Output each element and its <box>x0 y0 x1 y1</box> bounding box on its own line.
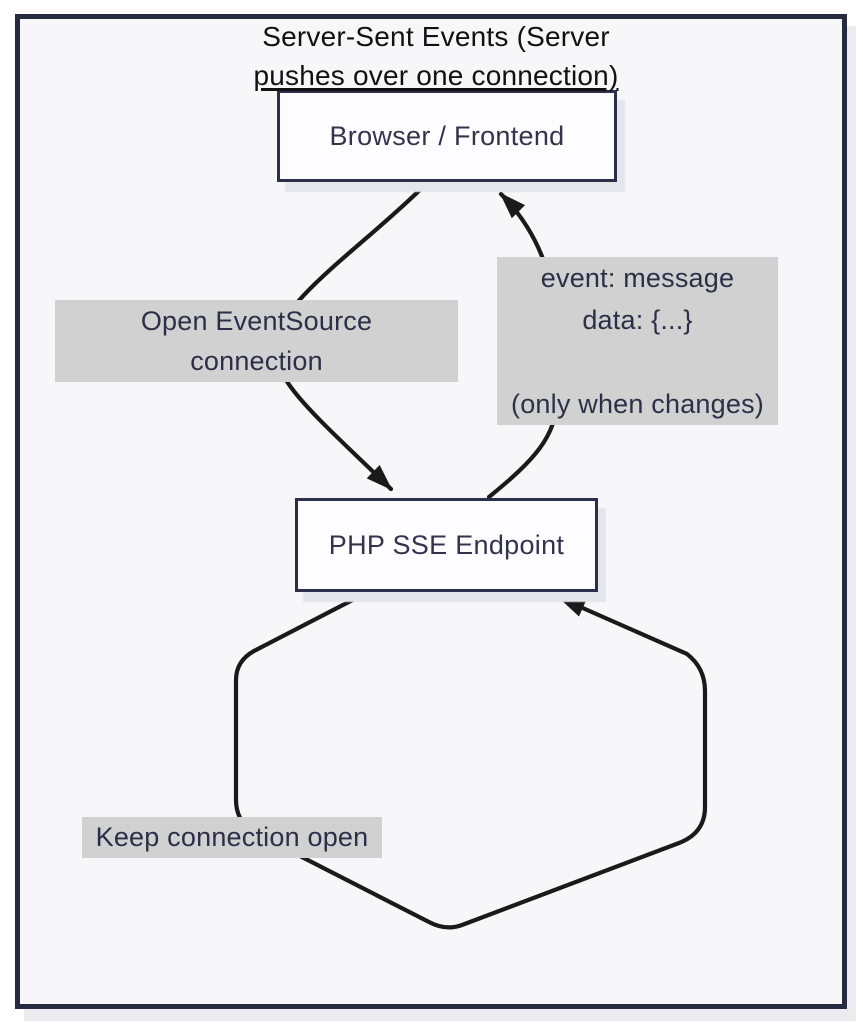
edge-label-line <box>497 341 778 383</box>
edge-label-line: Open EventSource <box>140 306 373 336</box>
diagram-title: Server-Sent Events (Server pushes over o… <box>20 17 852 95</box>
diagram-title-line2: pushes over one connection) <box>253 60 619 91</box>
edge-label-keep-open: Keep connection open <box>82 817 382 858</box>
edge-label-open-eventsource: Open EventSource connection <box>55 300 458 382</box>
node-php: PHP SSE Endpoint <box>295 498 598 592</box>
edge-label-line: event: message <box>540 263 735 293</box>
edge-label-line: Keep connection open <box>95 822 369 852</box>
diagram-title-line1: Server-Sent Events (Server <box>262 21 610 52</box>
node-php-label: PHP SSE Endpoint <box>328 529 565 560</box>
edge-keep-open-loop-arrow <box>233 589 708 930</box>
node-browser: Browser / Frontend <box>277 90 617 182</box>
node-browser-label: Browser / Frontend <box>329 120 565 151</box>
edge-label-line: connection <box>190 346 323 376</box>
edge-label-line: data: {...} <box>582 305 693 335</box>
edge-label-event-message: event: message data: {...} (only when ch… <box>497 257 778 425</box>
edge-label-line: (only when changes) <box>511 389 764 419</box>
